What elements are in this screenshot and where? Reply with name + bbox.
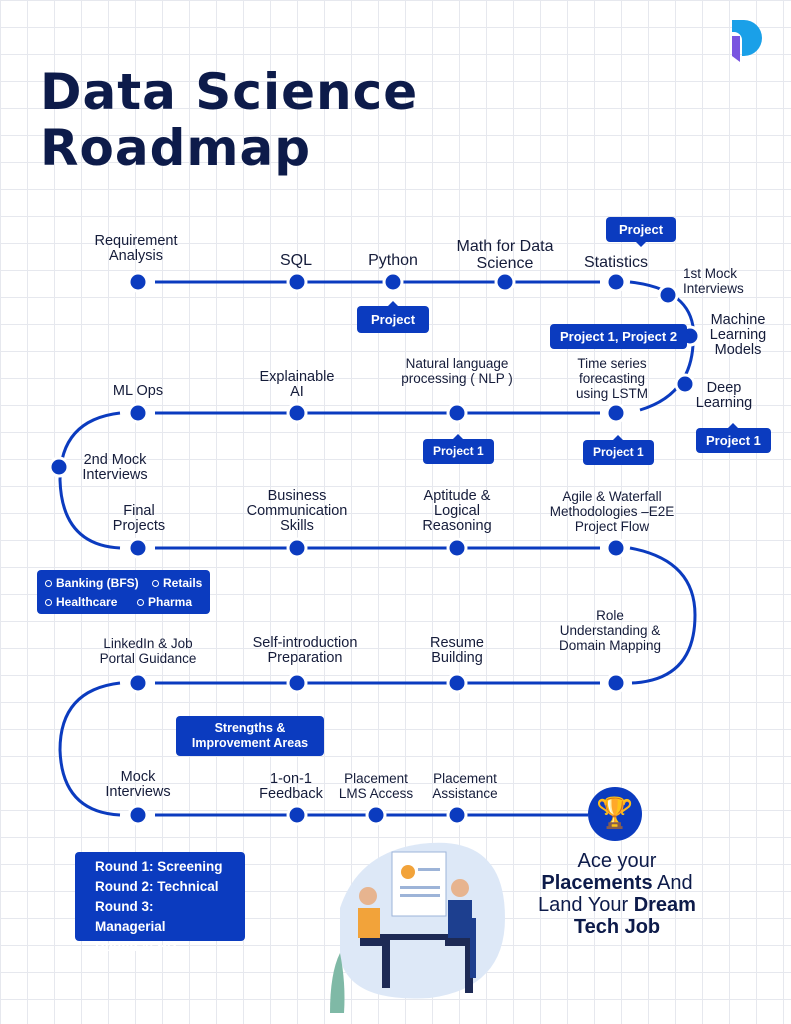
node-nlp[interactable] xyxy=(449,405,465,421)
label-role-understanding: Role Understanding & Domain Mapping xyxy=(558,608,662,653)
node-self-introduction[interactable] xyxy=(289,675,305,691)
node-math[interactable] xyxy=(497,274,513,290)
label-1on1-feedback: 1-on-1 Feedback xyxy=(259,771,323,802)
brand-logo xyxy=(728,16,768,66)
node-placement-lms[interactable] xyxy=(368,807,384,823)
round-item: Round 3: Managerial xyxy=(95,899,166,934)
node-business-communication[interactable] xyxy=(289,540,305,556)
label-2nd-mock: 2nd Mock Interviews xyxy=(82,452,148,483)
trophy-icon: 🏆 xyxy=(588,787,642,841)
label-self-introduction: Self-introduction Preparation xyxy=(252,635,358,666)
node-agile-waterfall[interactable] xyxy=(608,540,624,556)
rounds-box: Round 1: Screening Round 2: Technical Ro… xyxy=(75,852,245,954)
label-statistics: Statistics xyxy=(583,254,649,271)
ml-projects-tag: Project 1, Project 2 xyxy=(550,324,693,349)
node-sql[interactable] xyxy=(289,274,305,290)
label-linkedin: LinkedIn & Job Portal Guidance xyxy=(99,636,197,666)
label-math: Math for Data Science xyxy=(456,238,554,272)
label-python: Python xyxy=(368,252,418,269)
round-item: Round 2: Technical xyxy=(95,879,219,894)
label-nlp: Natural language processing ( NLP ) xyxy=(401,356,513,386)
label-requirement-analysis: Requirement Analysis xyxy=(94,233,178,264)
round-item: Round 4: HR xyxy=(95,939,177,954)
label-business-communication: Business Communication Skills xyxy=(246,488,348,534)
node-statistics[interactable] xyxy=(608,274,624,290)
label-placement-lms: Placement LMS Access xyxy=(338,771,414,801)
node-placement-assistance[interactable] xyxy=(449,807,465,823)
industry-item: Healthcare xyxy=(45,595,117,609)
industries-box: Banking (BFS) Retails Healthcare Pharma xyxy=(37,570,210,614)
node-role-understanding[interactable] xyxy=(608,675,624,691)
round-item: Round 1: Screening xyxy=(95,859,223,874)
label-time-series: Time series forecasting using LSTM xyxy=(575,356,649,401)
node-1on1-feedback[interactable] xyxy=(289,807,305,823)
node-aptitude[interactable] xyxy=(449,540,465,556)
node-deep-learning[interactable] xyxy=(677,376,693,392)
label-explainable-ai: Explainable AI xyxy=(259,369,335,400)
node-python[interactable] xyxy=(385,274,401,290)
label-placement-assistance: Placement Assistance xyxy=(432,771,498,801)
label-ml-ops: ML Ops xyxy=(112,383,164,399)
industry-item: Pharma xyxy=(137,595,192,609)
nlp-project-tag: Project 1 xyxy=(423,434,494,464)
label-final-projects: Final Projects xyxy=(112,503,166,534)
label-aptitude: Aptitude & Logical Reasoning xyxy=(422,488,492,534)
dl-project-tag: Project 1 xyxy=(696,423,771,453)
node-requirement-analysis[interactable] xyxy=(130,274,146,290)
node-2nd-mock-interviews[interactable] xyxy=(51,459,67,475)
node-resume-building[interactable] xyxy=(449,675,465,691)
lstm-project-tag: Project 1 xyxy=(583,435,654,465)
label-agile-waterfall: Agile & Waterfall Methodologies –E2E Pro… xyxy=(549,489,675,534)
label-sql: SQL xyxy=(279,252,313,269)
label-mock-interviews: Mock Interviews xyxy=(105,769,171,800)
industry-item: Banking (BFS) xyxy=(45,576,139,590)
label-1st-mock: 1st Mock Interviews xyxy=(683,266,744,296)
label-ml-models: Machine Learning Models xyxy=(709,312,767,358)
label-deep-learning: Deep Learning xyxy=(695,380,753,411)
label-resume-building: Resume Building xyxy=(430,635,484,666)
node-ml-ops[interactable] xyxy=(130,405,146,421)
node-time-series[interactable] xyxy=(608,405,624,421)
feedback-tag: Strengths & Improvement Areas xyxy=(176,716,324,756)
node-1st-mock-interviews[interactable] xyxy=(660,287,676,303)
industry-item: Retails xyxy=(152,576,202,590)
node-final-projects[interactable] xyxy=(130,540,146,556)
node-linkedin[interactable] xyxy=(130,675,146,691)
interview-illustration xyxy=(330,842,505,1013)
python-project-tag: Project xyxy=(357,301,430,333)
statistics-project-tag: Project xyxy=(606,217,677,247)
node-explainable-ai[interactable] xyxy=(289,405,305,421)
node-mock-interviews[interactable] xyxy=(130,807,146,823)
